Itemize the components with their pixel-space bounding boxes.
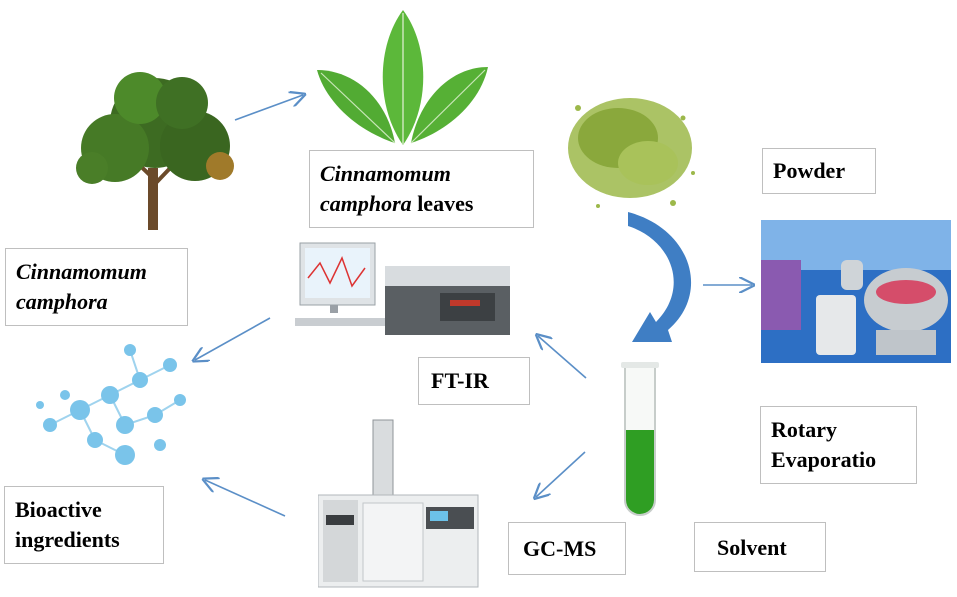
arrow-solvent-to-gcms: [536, 451, 586, 497]
rotary-line1: Rotary: [771, 417, 837, 442]
powder-image: [568, 98, 695, 208]
gcms-label: GC-MS: [508, 522, 626, 575]
test-tube-image: [621, 362, 659, 516]
leaves-suffix: leaves: [417, 191, 474, 216]
bioactive-line1: Bioactive: [15, 497, 102, 522]
leaves-species-line2: camphora: [320, 191, 412, 216]
powder-label: Powder: [762, 148, 876, 194]
rotary-evaporation-label: Rotary Evaporatio: [760, 406, 917, 484]
tree-image: [76, 72, 234, 230]
arrow-tree-to-leaves: [234, 95, 303, 121]
bioactive-label: Bioactive ingredients: [4, 486, 164, 564]
rotary-line2: Evaporatio: [771, 447, 877, 472]
arrow-ftir-to-molecule: [195, 317, 271, 360]
leaves-species-line1: Cinnamomum: [320, 161, 451, 186]
tree-species-line1: Cinnamomum: [16, 259, 147, 284]
solvent-label: Solvent: [694, 522, 826, 572]
leaves-image: [317, 10, 488, 145]
leaves-label: Cinnamomum camphora leaves: [309, 150, 534, 228]
tree-species-label: Cinnamomum camphora: [5, 248, 188, 326]
rotary-evaporator-image: [761, 220, 951, 363]
gcms-instrument-image: [318, 419, 479, 588]
arrow-gcms-to-bioactive: [205, 480, 286, 517]
arrow-solvent-to-ftir: [538, 336, 587, 379]
tree-species-line2: camphora: [16, 289, 108, 314]
ftir-instrument-image: [295, 242, 510, 335]
bioactive-line2: ingredients: [15, 527, 120, 552]
curved-block-arrow: [628, 212, 692, 342]
molecule-image: [36, 344, 186, 465]
ftir-label: FT-IR: [418, 357, 530, 405]
